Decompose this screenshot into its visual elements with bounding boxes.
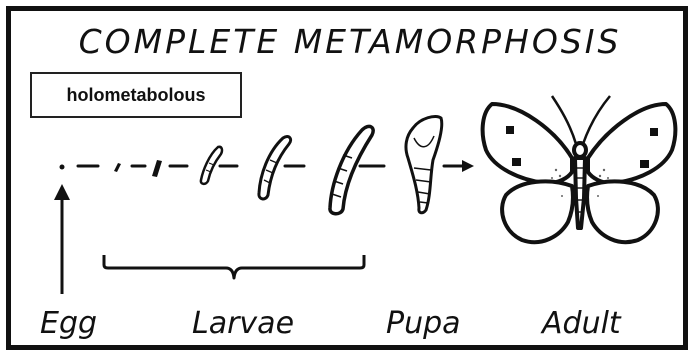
- stage-label-adult: Adult: [542, 306, 621, 341]
- stage-label-larvae: Larvae: [192, 306, 294, 341]
- pupa-illustration: [406, 116, 442, 212]
- arrowhead-to-adult: [462, 160, 474, 172]
- larva-stage-1: [114, 163, 121, 172]
- egg-dot: [60, 165, 65, 170]
- stage-label-egg: Egg: [40, 306, 97, 341]
- larva-stage-5: [330, 126, 373, 213]
- egg-pointer-arrow: [54, 184, 70, 294]
- stage-label-pupa: Pupa: [386, 306, 461, 341]
- butterfly-illustration: [483, 96, 676, 242]
- larva-stage-2: [152, 160, 162, 177]
- larva-stage-4: [259, 137, 291, 199]
- larvae-bracket: [104, 255, 364, 278]
